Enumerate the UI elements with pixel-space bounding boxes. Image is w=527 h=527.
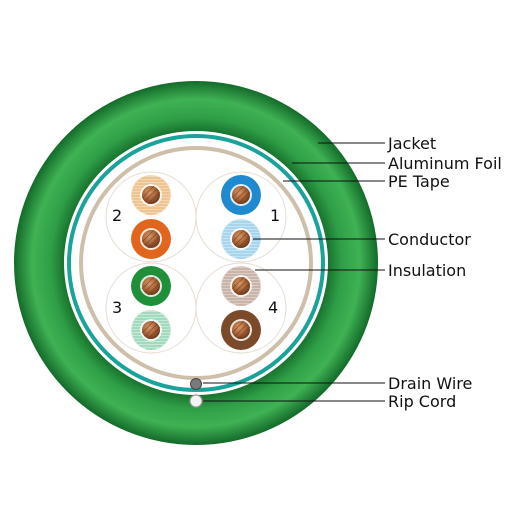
conductor-strand xyxy=(147,282,161,296)
label-jacket: Jacket xyxy=(387,134,436,153)
conductor-strand xyxy=(147,326,161,340)
conductor-strand xyxy=(237,326,251,340)
pair-number-3: 3 xyxy=(112,298,122,317)
conductor-strand xyxy=(144,279,158,293)
conductor-strand xyxy=(144,323,158,337)
pair-orange: 2 xyxy=(105,171,197,263)
conductor-strand xyxy=(231,276,245,290)
label-pe-tape: PE Tape xyxy=(388,172,450,191)
conductor-strand xyxy=(141,229,155,243)
label-conductor: Conductor xyxy=(388,230,471,249)
pair-blue: 1 xyxy=(195,171,287,263)
pair-brown-outline xyxy=(195,262,287,354)
wire-blue-striped xyxy=(221,219,261,259)
conductor-strand xyxy=(147,235,161,249)
conductor-strand xyxy=(237,191,251,205)
drain-wire xyxy=(190,378,202,390)
conductor-strand xyxy=(141,276,155,290)
conductor-strand xyxy=(234,323,248,337)
conductor-strand xyxy=(234,279,248,293)
conductor-strand xyxy=(237,282,251,296)
wire-blue-solid xyxy=(221,175,261,215)
label-rip-cord: Rip Cord xyxy=(388,392,456,411)
labels: Jacket Aluminum Foil PE Tape Conductor I… xyxy=(387,134,502,411)
wire-brown-striped xyxy=(221,266,261,306)
conductor-strand xyxy=(144,188,158,202)
conductor-strand xyxy=(234,232,248,246)
label-aluminum-foil: Aluminum Foil xyxy=(388,154,502,173)
pair-number-2: 2 xyxy=(112,206,122,225)
conductor-strand xyxy=(231,320,245,334)
conductor-strand xyxy=(141,320,155,334)
label-drain-wire: Drain Wire xyxy=(388,374,472,393)
conductor-strand xyxy=(234,188,248,202)
pair-green: 3 xyxy=(105,262,197,354)
pair-brown: 4 xyxy=(195,262,287,354)
twisted-pairs: 2 1 3 4 xyxy=(105,171,287,354)
conductor-strand xyxy=(231,185,245,199)
wire-orange-striped xyxy=(131,175,171,215)
jacket-inner-fill xyxy=(64,131,328,395)
conductor-strand xyxy=(231,229,245,243)
pair-number-1: 1 xyxy=(270,206,280,225)
wire-brown-solid xyxy=(221,310,261,350)
wire-green-solid xyxy=(131,266,171,306)
conductor-strand xyxy=(147,191,161,205)
label-insulation: Insulation xyxy=(388,261,466,280)
wire-green-striped xyxy=(131,310,171,350)
conductor-strand xyxy=(141,185,155,199)
wire-orange-solid xyxy=(131,219,171,259)
leader-lines xyxy=(203,142,385,402)
pair-number-4: 4 xyxy=(268,298,278,317)
conductor-strand xyxy=(237,235,251,249)
conductor-strand xyxy=(144,232,158,246)
rip-cord xyxy=(189,394,203,408)
